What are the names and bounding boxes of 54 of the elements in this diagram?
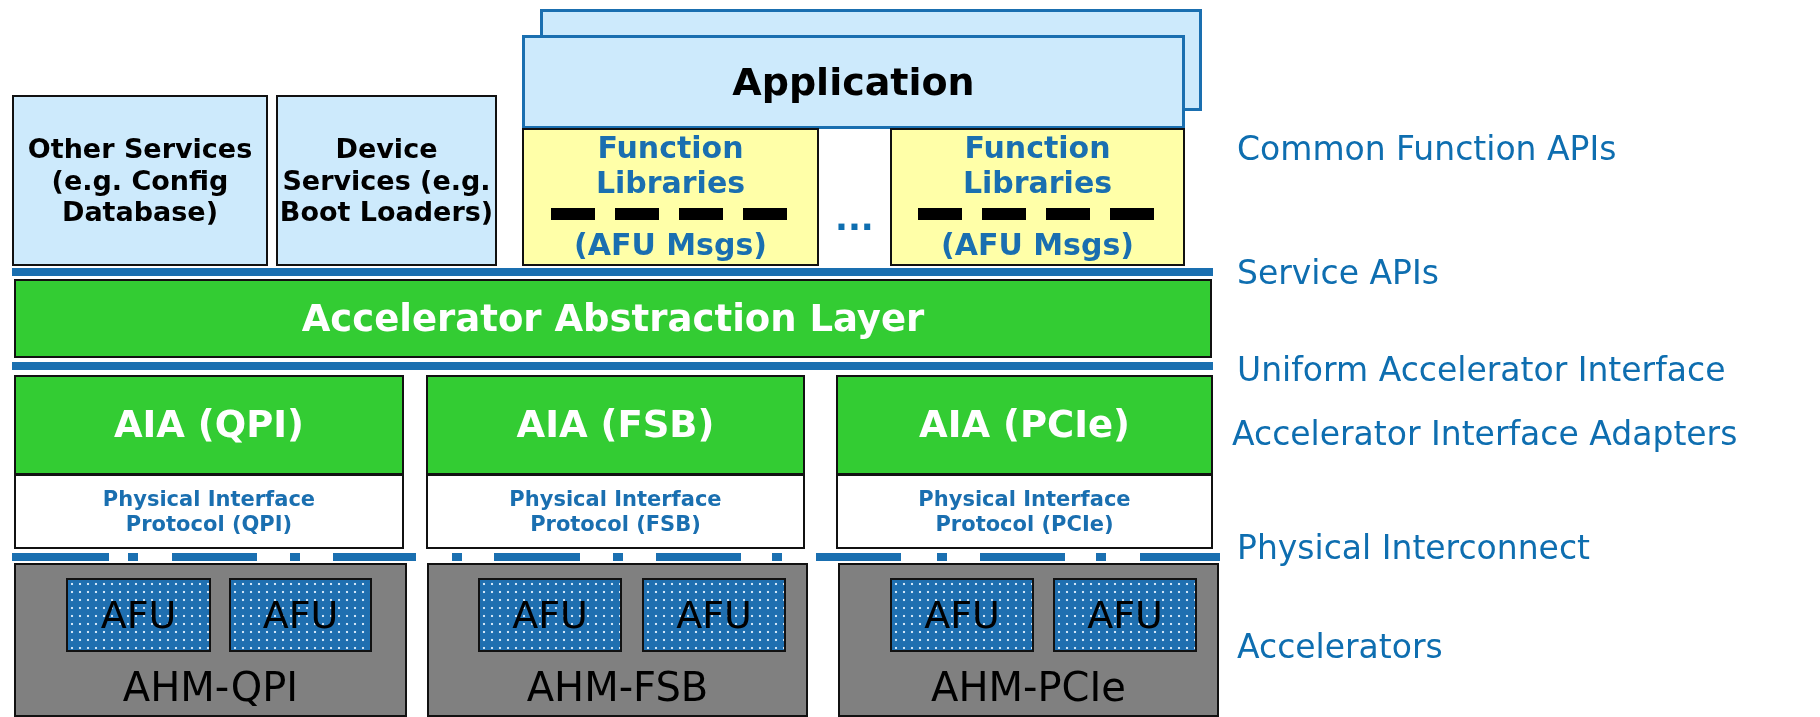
box-text: AFU <box>676 592 752 638</box>
library-box <box>522 128 819 266</box>
layer-label: Accelerator Interface Adapters <box>1232 416 1738 453</box>
box-text: Device Services (e.g. Boot Loaders) <box>278 132 495 229</box>
box-text: AFU <box>924 592 1000 638</box>
interface-bar <box>12 268 1213 276</box>
protocol-box <box>836 474 1213 549</box>
box-title: AHM-FSB <box>526 663 709 711</box>
box-text: Function Libraries <box>961 130 1114 201</box>
hardware-module-box <box>14 563 407 717</box>
box-text: Physical Interface Protocol (QPI) <box>101 486 317 537</box>
layer-label: Physical Interconnect <box>1237 530 1590 567</box>
protocol-box <box>14 474 404 549</box>
layer-label: Uniform Accelerator Interface <box>1237 352 1726 389</box>
accelerator-unit-box <box>478 578 622 652</box>
accelerator-unit-box <box>1053 578 1197 652</box>
accelerator-unit-box <box>642 578 786 652</box>
box-title: Application <box>732 59 975 105</box>
box-title: AHM-PCIe <box>931 663 1126 711</box>
adapter-box <box>426 375 805 475</box>
box-text: AFU <box>1087 592 1163 638</box>
interconnect-bar <box>12 553 1220 561</box>
layer-bar <box>14 279 1212 358</box>
box-title: AHM-QPI <box>122 663 299 711</box>
service-box <box>276 95 497 266</box>
adapter-box <box>836 375 1213 475</box>
box-title: AIA (FSB) <box>516 403 715 447</box>
ellipsis: ... <box>835 200 874 238</box>
box-text: AFU <box>262 592 339 638</box>
box-text: (AFU Msgs) <box>574 226 767 262</box>
box-title: AIA (PCIe) <box>919 403 1130 447</box>
application-box <box>522 35 1185 129</box>
box-text: Other Services (e.g. Config Database) <box>26 132 254 229</box>
layer-label: Accelerators <box>1237 629 1443 666</box>
accelerator-unit-box <box>229 578 372 652</box>
box-text: AFU <box>100 592 177 638</box>
library-box <box>890 128 1185 266</box>
hardware-module-box <box>838 563 1219 717</box>
layer-label: Common Function APIs <box>1237 131 1617 168</box>
box-text: Physical Interface Protocol (FSB) <box>508 486 723 537</box>
box-text: (AFU Msgs) <box>941 226 1134 262</box>
box-text: Physical Interface Protocol (PCIe) <box>917 486 1132 537</box>
layer-label: Service APIs <box>1237 255 1439 292</box>
interface-bar <box>12 362 1213 370</box>
service-box <box>12 95 268 266</box>
box-title: Accelerator Abstraction Layer <box>301 296 925 341</box>
hardware-module-box <box>427 563 808 717</box>
box-text: Function Libraries <box>594 130 747 201</box>
box-title: AIA (QPI) <box>113 403 305 447</box>
accelerator-unit-box <box>890 578 1034 652</box>
accelerator-unit-box <box>66 578 211 652</box>
adapter-box <box>14 375 404 475</box>
protocol-box <box>426 474 805 549</box>
box-text: AFU <box>512 592 588 638</box>
